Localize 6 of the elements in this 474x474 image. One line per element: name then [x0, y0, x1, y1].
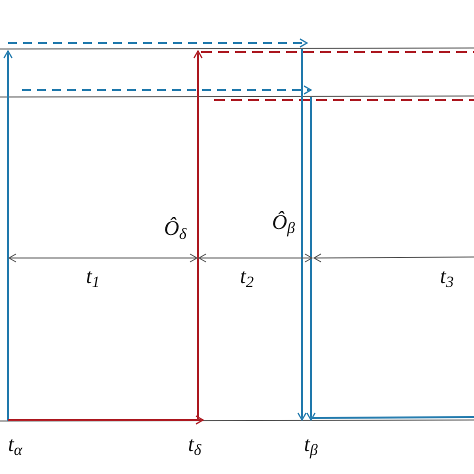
math-label: t$_{1}$	[86, 266, 100, 287]
math-label: t$_{3}$	[440, 266, 454, 287]
math-label: t$_{δ}$	[188, 434, 202, 455]
math-label: t$_{α}$	[8, 434, 22, 455]
math-label: t$_{2}$	[240, 266, 254, 287]
math-label: Ô$_{δ}$	[164, 218, 186, 239]
